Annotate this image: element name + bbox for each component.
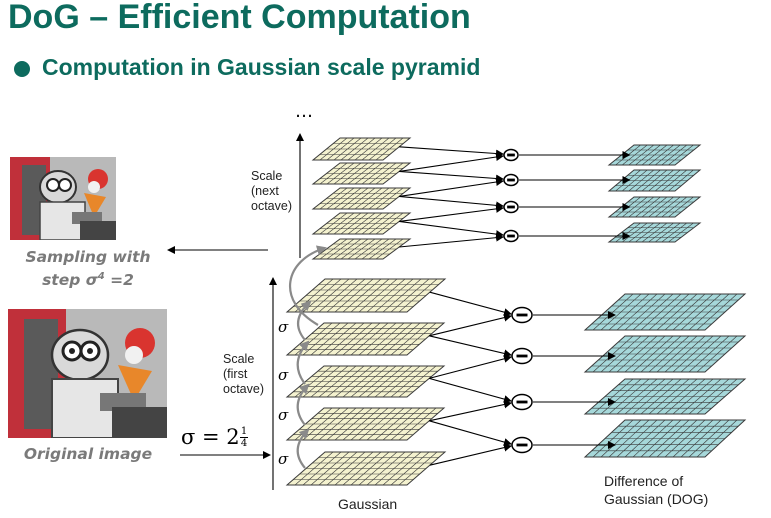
subtract-operator-icon [503, 148, 519, 162]
scale-next-line-1: Scale [251, 169, 283, 183]
scale-first-line-3: octave) [223, 382, 264, 396]
sampling-exponent: 4 [97, 271, 105, 282]
gaussian-grid-octave2-4 [311, 162, 412, 185]
gaussian-to-op-arrow-2b [429, 377, 512, 403]
gaussian-grid-octave2-2 [311, 212, 412, 235]
subtract-operator-icon [511, 306, 533, 324]
gaussian-to-op-arrow-next-3b [399, 170, 504, 183]
dog-caption: Difference of Gaussian (DOG) [604, 472, 708, 508]
dog-grid-octave1-1 [583, 419, 747, 458]
sampling-line-1: Sampling with [25, 248, 151, 266]
scale-next-line-2: (next [251, 184, 279, 198]
exponent-denominator: 4 [240, 438, 248, 449]
gaussian-caption: Gaussian [338, 496, 398, 512]
subtract-operator-icon [503, 173, 519, 187]
gaussian-grid-octave2-1 [311, 238, 412, 260]
gaussian-grid-octave1-2 [285, 407, 446, 441]
sigma-label-1: σ [278, 318, 289, 336]
slide-title: DoG – Efficient Computation [8, 0, 471, 36]
gaussian-to-op-arrow-2a [429, 400, 512, 422]
sampling-line-2: step σ4 =2 [8, 267, 168, 290]
gaussian-grid-octave1-3 [285, 365, 446, 398]
dog-grid-octave1-2 [583, 378, 747, 415]
sigma-label-2: σ [278, 366, 289, 384]
exponent-fraction-bar [240, 437, 248, 438]
gaussian-to-op-arrow-next-2a [399, 204, 504, 222]
dog-grid-octave2-4 [607, 144, 702, 166]
gaussian-to-op-arrow-next-1b [399, 220, 504, 239]
bullet-dot-icon [14, 61, 30, 77]
gaussian-grid-octave2-5 [311, 137, 412, 161]
gaussian-to-op-arrow-4a [429, 313, 512, 337]
gaussian-to-op-arrow-1a [429, 443, 512, 466]
sigma-equation: σ = 2 [181, 425, 240, 449]
subtract-operator-icon [511, 347, 533, 365]
scale-first-octave-label: Scale (first octave) [223, 352, 264, 397]
scale-next-octave-label: Scale (next octave) [251, 169, 292, 214]
subtract-operator-icon [503, 229, 519, 243]
original-image-label: Original image [23, 445, 153, 463]
sampling-step-text: step σ [42, 271, 98, 290]
sampling-step-value: =2 [104, 271, 134, 290]
sigma-equation-lhs: σ = 2 [181, 425, 240, 449]
photo-thumbnail-original [8, 309, 167, 438]
gaussian-grid-octave1-1 [285, 451, 447, 486]
dog-caption-line-2: Gaussian (DOG) [604, 491, 709, 507]
gaussian-to-op-arrow-next-1a [399, 233, 504, 248]
scale-next-line-3: octave) [251, 199, 292, 213]
dog-caption-line-1: Difference of [604, 473, 684, 489]
gaussian-to-op-arrow-next-4b [399, 146, 504, 158]
sigma-step-arrow-2 [296, 383, 310, 426]
subtract-operator-icon [511, 393, 533, 411]
sampling-label: Sampling with step σ4 =2 [8, 247, 168, 290]
gaussian-to-op-arrow-1b [429, 420, 512, 446]
sigma-step-arrow-4 [297, 300, 312, 341]
bullet-text: Computation in Gaussian scale pyramid [42, 54, 481, 80]
dog-grid-octave1-3 [583, 335, 747, 373]
octave-downsample-arrow [289, 245, 327, 326]
dog-grid-octave1-4 [583, 293, 747, 331]
exponent-numerator: 1 [240, 426, 248, 437]
sigma-label-3: σ [278, 406, 289, 424]
gaussian-grid-octave1-5 [285, 278, 447, 313]
scale-first-line-2: (first [223, 367, 248, 381]
dog-grid-octave2-3 [607, 169, 702, 192]
scale-first-line-1: Scale [223, 352, 255, 366]
photo-thumbnail-small [10, 157, 116, 240]
subtract-operator-icon [503, 200, 519, 214]
gaussian-grid-octave2-3 [311, 187, 412, 210]
gaussian-to-op-arrow-next-2b [399, 195, 504, 210]
gaussian-to-op-arrow-4b [429, 291, 512, 317]
gaussian-grid-octave1-4 [285, 322, 446, 356]
sigma-label-4: σ [278, 450, 289, 468]
gaussian-to-op-arrow-next-3a [399, 178, 504, 197]
gaussian-to-op-arrow-3a [429, 354, 512, 379]
dog-grid-octave2-1 [607, 222, 702, 243]
sigma-step-arrow-1 [296, 428, 310, 469]
gaussian-to-op-arrow-next-4a [399, 153, 504, 172]
ellipsis: … [295, 101, 313, 122]
gaussian-to-op-arrow-3b [429, 335, 512, 358]
subtract-operator-icon [511, 436, 533, 454]
sigma-exponent-fraction: 1 4 [238, 426, 250, 449]
sigma-step-arrow-3 [296, 340, 310, 385]
